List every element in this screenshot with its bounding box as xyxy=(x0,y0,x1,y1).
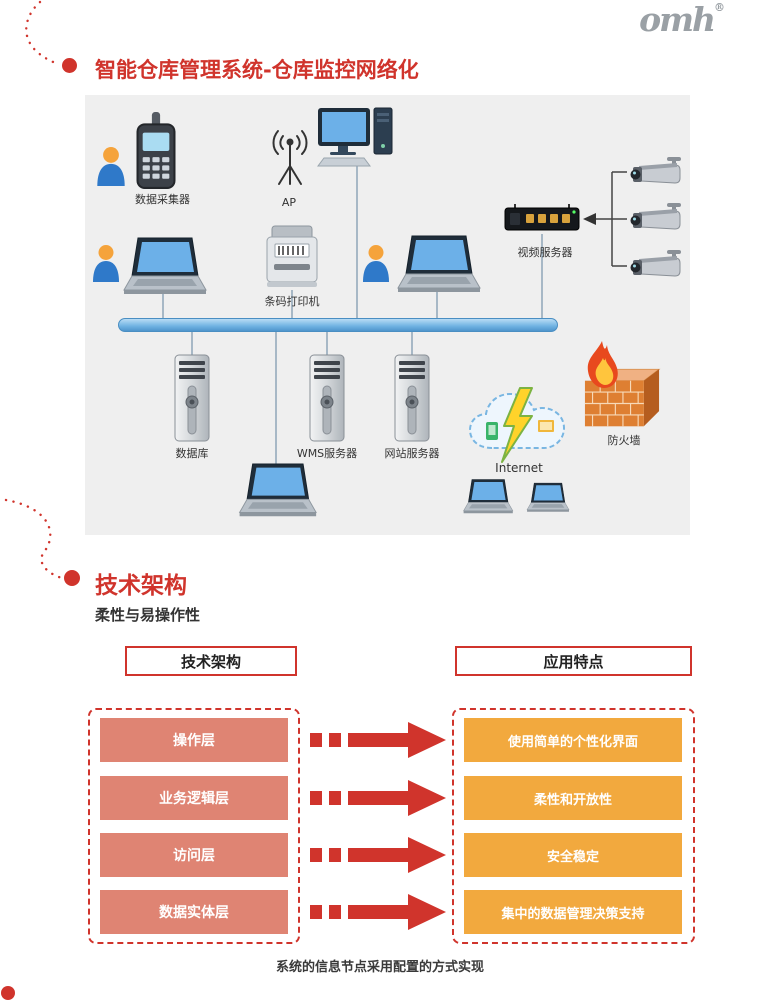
arrow-icon xyxy=(310,720,448,760)
handheld-terminal-icon xyxy=(132,110,180,190)
page-title: 智能仓库管理系统-仓库监控网络化 xyxy=(95,58,419,82)
cctv-camera-icon xyxy=(627,156,685,190)
right-column-header: 应用特点 xyxy=(455,646,692,676)
layers-container xyxy=(88,708,300,944)
user-icon xyxy=(92,244,120,282)
corner-dot xyxy=(1,986,15,1000)
brand-logo: omh® xyxy=(639,0,725,39)
label-data-collector: 数据采集器 xyxy=(135,193,190,206)
internet-cloud-icon xyxy=(464,386,574,466)
ap-antenna-icon xyxy=(268,122,312,188)
web-server-icon xyxy=(394,354,430,442)
wms-server-icon xyxy=(309,354,345,442)
layer-box: 访问层 xyxy=(100,833,288,877)
features-container xyxy=(452,708,695,944)
section-bullet-2 xyxy=(64,570,80,586)
registered-mark: ® xyxy=(714,1,725,14)
label-internet: Internet xyxy=(495,461,543,475)
video-server-icon xyxy=(504,202,580,234)
laptop-icon xyxy=(118,236,208,298)
dotted-curve-top xyxy=(25,0,60,66)
brand-logo-text: omh xyxy=(639,0,716,39)
barcode-printer-icon xyxy=(262,222,322,292)
label-database: 数据库 xyxy=(175,447,209,460)
laptop-icon xyxy=(392,234,482,296)
cctv-camera-icon xyxy=(627,249,685,283)
feature-box: 使用简单的个性化界面 xyxy=(464,718,682,762)
section-bullet-1 xyxy=(62,58,77,73)
arrow-icon xyxy=(310,778,448,818)
laptop-icon xyxy=(460,478,514,516)
label-ap: AP xyxy=(281,196,297,209)
desktop-computer-icon xyxy=(316,106,398,168)
cctv-camera-icon xyxy=(627,202,685,236)
layer-box: 业务逻辑层 xyxy=(100,776,288,820)
architecture-title: 技术架构 xyxy=(95,573,187,599)
left-column-header: 技术架构 xyxy=(125,646,297,676)
label-barcode-printer: 条码打印机 xyxy=(264,295,320,308)
arrow-icon xyxy=(310,835,448,875)
label-firewall: 防火墙 xyxy=(607,434,641,447)
laptop-icon xyxy=(234,462,318,520)
label-web-server: 网站服务器 xyxy=(384,447,440,460)
dotted-curve-middle xyxy=(4,498,64,580)
footer-note: 系统的信息节点采用配置的方式实现 xyxy=(275,960,484,975)
flame-icon xyxy=(582,340,622,392)
database-server-icon xyxy=(174,354,210,442)
layer-box: 数据实体层 xyxy=(100,890,288,934)
laptop-icon xyxy=(524,482,570,514)
layer-box: 操作层 xyxy=(100,718,288,762)
network-bus-bar xyxy=(118,318,558,332)
label-wms-server: WMS服务器 xyxy=(296,447,358,460)
user-icon xyxy=(362,244,390,282)
feature-box: 安全稳定 xyxy=(464,833,682,877)
user-icon xyxy=(96,146,126,186)
feature-box: 集中的数据管理决策支持 xyxy=(464,890,682,934)
arrow-icon xyxy=(310,892,448,932)
architecture-subtitle: 柔性与易操作性 xyxy=(95,606,201,624)
network-diagram-panel xyxy=(85,95,690,535)
feature-box: 柔性和开放性 xyxy=(464,776,682,820)
label-video-server: 视频服务器 xyxy=(517,246,573,259)
